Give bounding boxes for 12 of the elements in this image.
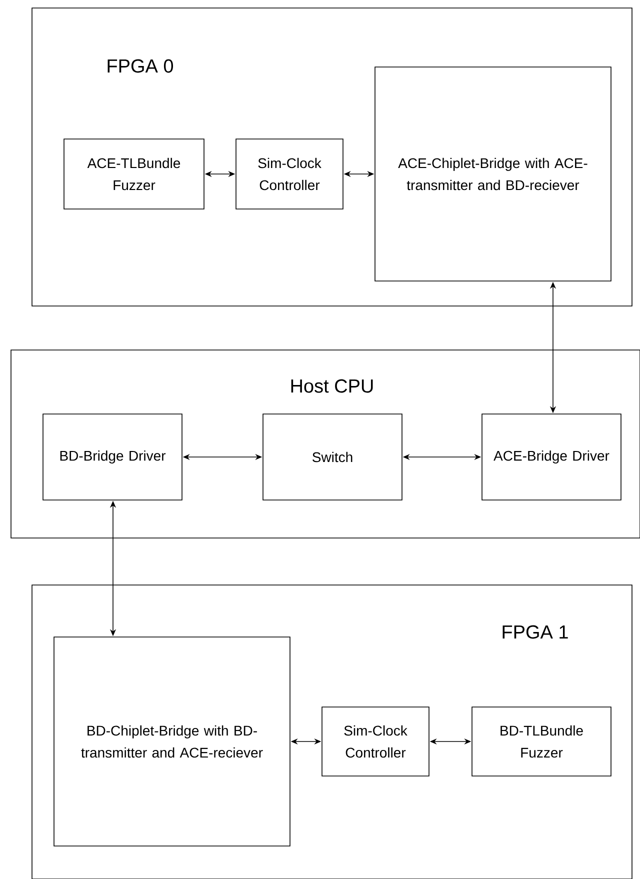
process-box: BD-Chiplet-Bridge with BD-transmitter and ACE-reciever [54,636,290,846]
process-box: Switch [262,414,402,500]
process-box: ACE-Chiplet-Bridge with ACE-transmitter and BD-reciever [374,66,612,282]
process-box: ACE-TLBundle Fuzzer [64,138,204,210]
group-title: FPGA 1 [502,625,568,639]
process-box: Sim-Clock Controller [236,138,344,210]
group-title: FPGA 0 [108,59,174,73]
process-box: Sim-Clock Controller [322,706,430,776]
process-box: BD-TLBundle Fuzzer [472,706,612,776]
process-box: BD-Bridge Driver [42,414,182,500]
group-title: Host CPU [291,379,373,393]
process-box: ACE-Bridge Driver [482,414,622,500]
